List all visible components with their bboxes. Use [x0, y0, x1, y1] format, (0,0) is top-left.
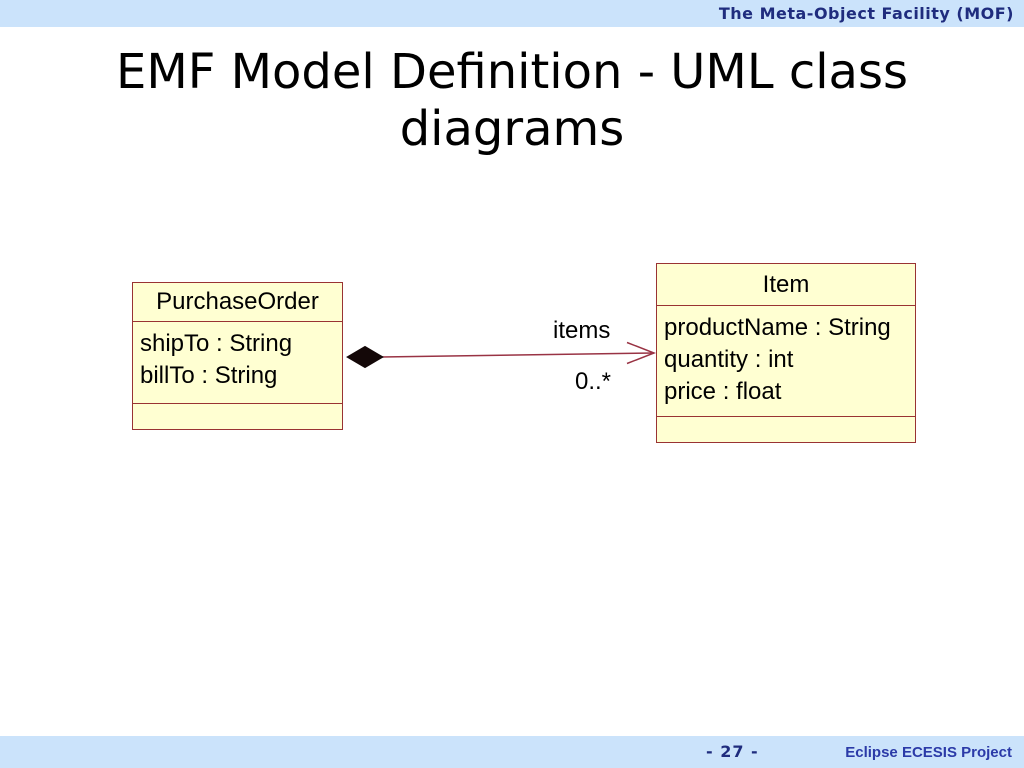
attributes-compartment: shipTo : String billTo : String [133, 322, 342, 404]
operations-compartment [657, 417, 915, 442]
attribute-row: shipTo : String [140, 330, 293, 357]
banner-title: The Meta-Object Facility (MOF) [718, 4, 1014, 23]
open-arrowhead-icon [626, 341, 657, 365]
attribute-row: quantity : int [664, 346, 794, 373]
composition-diamond-icon [346, 345, 384, 369]
uml-class-diagram: PurchaseOrder shipTo : String billTo : S… [0, 250, 1024, 460]
composition-association-line [346, 341, 657, 369]
footer-bar: - 27 - Eclipse ECESIS Project [0, 736, 1024, 768]
attributes-compartment: productName : String quantity : int pric… [657, 306, 915, 417]
class-name: Item [657, 264, 915, 306]
class-item: Item productName : String quantity : int… [656, 263, 916, 443]
attribute-row: billTo : String [140, 362, 278, 389]
slide-title: EMF Model Definition - UML class diagram… [116, 44, 908, 157]
attribute-row: productName : String [664, 314, 891, 341]
top-banner: The Meta-Object Facility (MOF) [0, 0, 1024, 27]
project-name: Eclipse ECESIS Project [845, 744, 1012, 761]
association-multiplicity: 0..* [575, 368, 612, 395]
attribute-row: price : float [664, 378, 782, 405]
class-name: PurchaseOrder [133, 283, 342, 322]
association-role-name: items [553, 317, 611, 344]
class-purchase-order: PurchaseOrder shipTo : String billTo : S… [132, 282, 343, 430]
page-number: - 27 - [706, 742, 759, 761]
operations-compartment [133, 404, 342, 429]
